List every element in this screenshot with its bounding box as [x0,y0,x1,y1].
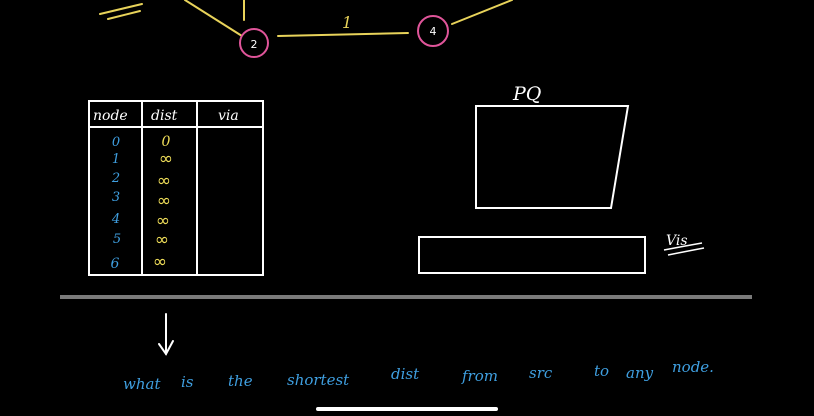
table-header-node: node [93,108,128,124]
edge-weight-label: 1 [342,13,352,32]
row-node: 6 [111,256,120,272]
priority-queue: PQ [475,83,630,209]
row-dist: ∞ [153,252,167,272]
pq-box [475,105,630,209]
question-word: shortest [287,371,350,389]
edge-4-up-right [451,0,513,25]
question-word: dist [391,365,420,383]
table-row-1: 1 ∞ [112,149,173,169]
table-header-dist: dist [151,108,178,124]
row-node: 4 [111,212,120,227]
table-header-via: via [218,108,239,124]
pq-label: PQ [512,83,541,105]
question-word: is [181,373,194,391]
top-left-arrow-marks [99,3,143,20]
home-indicator[interactable] [316,407,498,411]
graph-node-2: 2 [239,28,269,58]
row-dist: ∞ [156,211,170,231]
row-dist: ∞ [157,171,171,191]
table-row-6: 6 ∞ [111,252,168,272]
graph-node-4: 4 [417,15,449,47]
question-text: what is the shortest dist from src to an… [123,358,714,393]
vis-box [418,236,646,274]
vis-underline [667,247,705,256]
table-row-4: 4 ∞ [111,211,170,231]
visited-array: Vis [418,233,705,274]
table-row-5: 5 ∞ [113,230,169,250]
distance-table: node dist via 0 0 1 ∞ 2 ∞ 3 ∞ 4 ∞ 5 [88,100,264,276]
row-node: 2 [111,171,120,186]
row-dist: ∞ [157,191,171,211]
graph-edges [184,0,513,37]
table-border [88,100,264,276]
down-arrow-icon [158,313,174,356]
graph-node-label: 4 [430,25,437,38]
question-word: to [594,362,609,380]
question-word: src [529,364,553,382]
graph-node-label: 2 [251,38,258,51]
row-dist: ∞ [159,149,173,169]
table-row-3: 3 ∞ [112,190,171,211]
row-node: 0 [112,135,120,150]
row-dist: ∞ [155,230,169,250]
vis-label: Vis [666,233,688,249]
question-word: the [228,372,253,390]
vis-underline [663,242,703,251]
edge-2-4 [277,32,409,37]
row-node: 5 [113,232,121,247]
row-node: 3 [112,190,120,205]
question-word: any [626,364,654,382]
edge-up-left [184,0,243,37]
table-row-0: 0 0 [112,134,171,150]
question-word: from [461,367,498,385]
row-dist: 0 [162,134,171,150]
table-row-2: 2 ∞ [111,171,171,191]
question-word: what [123,375,161,393]
row-node: 1 [112,152,120,167]
question-word: node. [672,358,714,376]
